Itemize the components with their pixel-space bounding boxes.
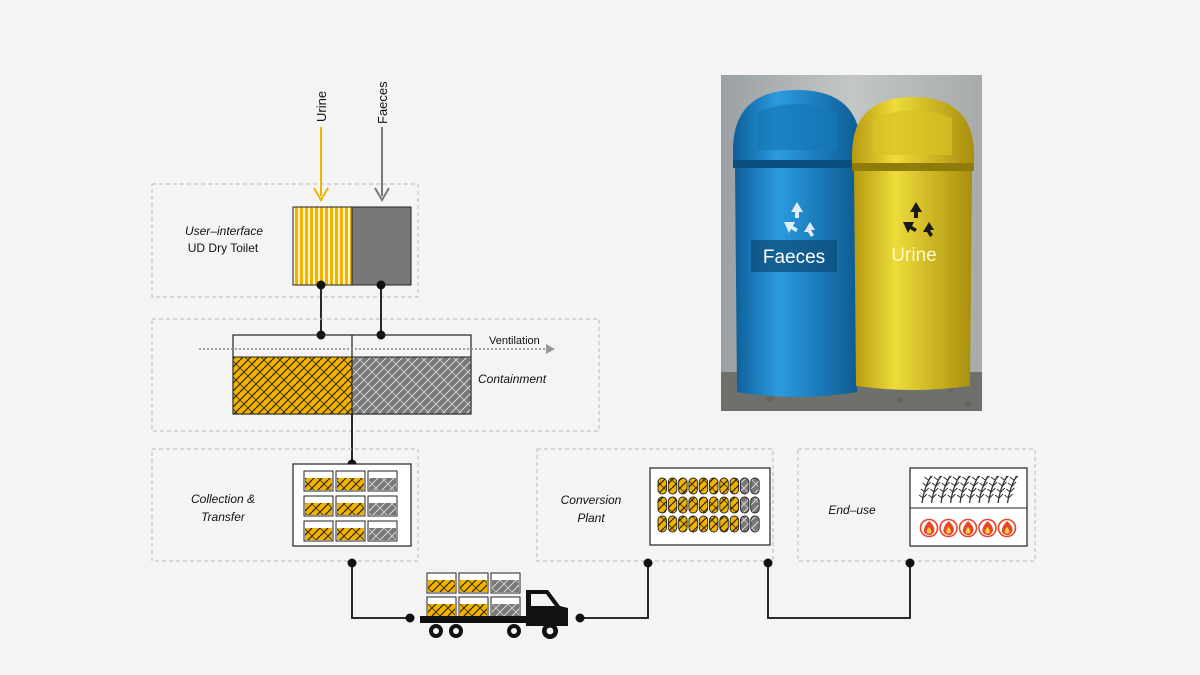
plant-icon [928, 475, 943, 504]
plant-icon [918, 475, 933, 504]
capsule-icon [739, 515, 750, 533]
plant-icon [994, 475, 1009, 504]
capsule-icon [709, 496, 719, 514]
toilet-to-vault-pipes [316, 280, 386, 340]
capsule-icon [719, 515, 729, 533]
collection-transfer-frame [151, 448, 419, 562]
capsule-icon [729, 496, 740, 514]
vault-to-collection-pipe [347, 414, 357, 469]
capsule-icon [729, 515, 740, 533]
truck-icon [420, 572, 568, 639]
collection-containers-icon [292, 463, 412, 547]
capsule-icon [678, 515, 688, 533]
containment-vault-icon [232, 334, 472, 415]
plant-icon [937, 475, 952, 504]
urine-bin [852, 97, 974, 390]
conversion-label-2: Plant [577, 511, 605, 525]
capsule-icon [739, 496, 750, 514]
collection-label-1: Collection & [191, 492, 255, 506]
urine-input-label: Urine [314, 91, 329, 122]
faeces-input-label: Faeces [375, 81, 390, 124]
user-interface-frame [151, 183, 419, 298]
crate-icon [458, 572, 489, 594]
capsule-icon [739, 477, 750, 495]
crate-icon [303, 470, 334, 492]
crate-icon [335, 470, 366, 492]
flame-icon [919, 518, 939, 538]
plant-icon [975, 475, 990, 504]
crate-icon [367, 470, 398, 492]
crate-icon [490, 596, 521, 618]
plant-icon [966, 475, 981, 504]
end-use-icon [909, 467, 1028, 547]
capsule-icon [709, 477, 719, 495]
capsule-icon [678, 477, 688, 495]
crate-icon [367, 520, 398, 542]
crate-icon [303, 495, 334, 517]
capsule-icon [698, 477, 709, 495]
capsule-icon [667, 515, 678, 533]
flame-icon [997, 518, 1017, 538]
faeces-bin-label: Faeces [763, 247, 825, 268]
capsule-icon [688, 515, 698, 533]
capsule-icon [729, 477, 740, 495]
crate-icon [367, 495, 398, 517]
urine-input-arrow [313, 127, 329, 202]
collection-label-2: Transfer [201, 510, 246, 524]
crate-icon [458, 596, 489, 618]
capsule-icon [698, 515, 709, 533]
capsule-icon [750, 477, 760, 495]
ud-dry-toilet-icon [292, 206, 412, 286]
flame-icon [978, 518, 997, 538]
crate-icon [490, 572, 521, 594]
faeces-bin [733, 90, 861, 397]
crate-icon [426, 572, 457, 594]
recycle-icon [784, 202, 815, 237]
urine-bin-label: Urine [891, 245, 936, 266]
bins-photo: Faeces Urine [721, 75, 982, 411]
end-use-label: End–use [828, 503, 876, 517]
capsule-icon [657, 515, 667, 533]
crate-icon [335, 495, 366, 517]
recycle-icon [903, 202, 934, 237]
conversion-plant-icon [649, 467, 771, 546]
crate-icon [426, 596, 457, 618]
ventilation-label: Ventilation [489, 335, 540, 347]
plant-icon [956, 475, 971, 504]
capsule-icon [688, 477, 698, 495]
user-interface-label-1: User–interface [185, 224, 263, 238]
crate-icon [335, 520, 366, 542]
capsule-icon [657, 496, 667, 514]
containment-label: Containment [478, 372, 547, 386]
capsule-icon [667, 477, 678, 495]
user-interface-label-2: UD Dry Toilet [188, 241, 259, 255]
plant-icon [1004, 475, 1019, 504]
capsule-icon [667, 496, 678, 514]
capsule-icon [688, 496, 698, 514]
capsule-icon [750, 496, 760, 514]
ventilation-arrow [199, 344, 555, 354]
capsule-icon [709, 515, 719, 533]
flame-icon [939, 518, 958, 538]
faeces-input-arrow [374, 127, 390, 202]
capsule-icon [719, 477, 729, 495]
transport-connector-lines [347, 558, 915, 623]
conversion-label-1: Conversion [561, 493, 622, 507]
capsule-icon [678, 496, 688, 514]
capsule-icon [657, 477, 667, 495]
flame-icon [958, 518, 978, 538]
capsule-icon [750, 515, 760, 533]
plant-icon [985, 475, 1000, 504]
conversion-plant-frame [536, 448, 774, 562]
capsule-icon [698, 496, 709, 514]
capsule-icon [719, 496, 729, 514]
crate-icon [303, 520, 334, 542]
plant-icon [947, 475, 962, 504]
